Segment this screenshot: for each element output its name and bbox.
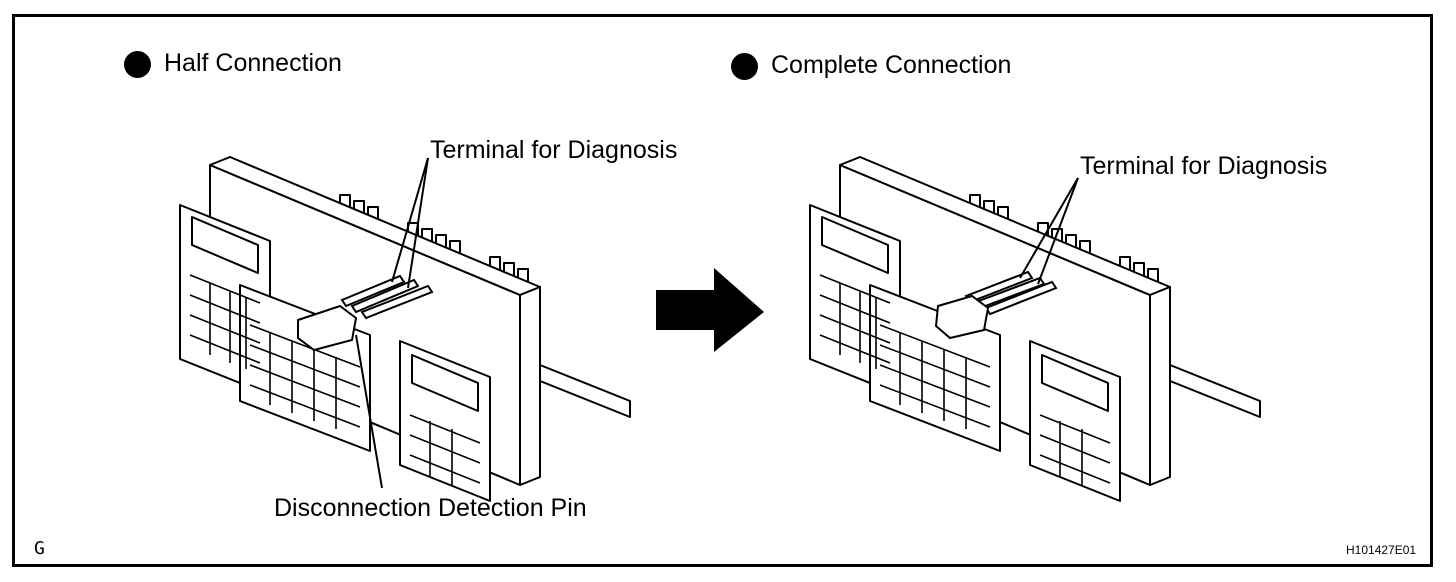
bullet-icon [731,53,758,80]
figure-code: H101427E01 [1346,543,1417,557]
heading-half-connection: Half Connection [164,49,342,77]
bullet-icon [124,51,151,78]
right-arrow-icon [656,268,764,352]
heading-complete-connection: Complete Connection [771,51,1012,79]
callout-terminal-for-diagnosis-right: Terminal for Diagnosis [1080,152,1328,180]
corner-mark: G [34,538,45,559]
callout-terminal-for-diagnosis-left: Terminal for Diagnosis [430,136,678,164]
callout-disconnection-detection-pin: Disconnection Detection Pin [274,494,587,522]
